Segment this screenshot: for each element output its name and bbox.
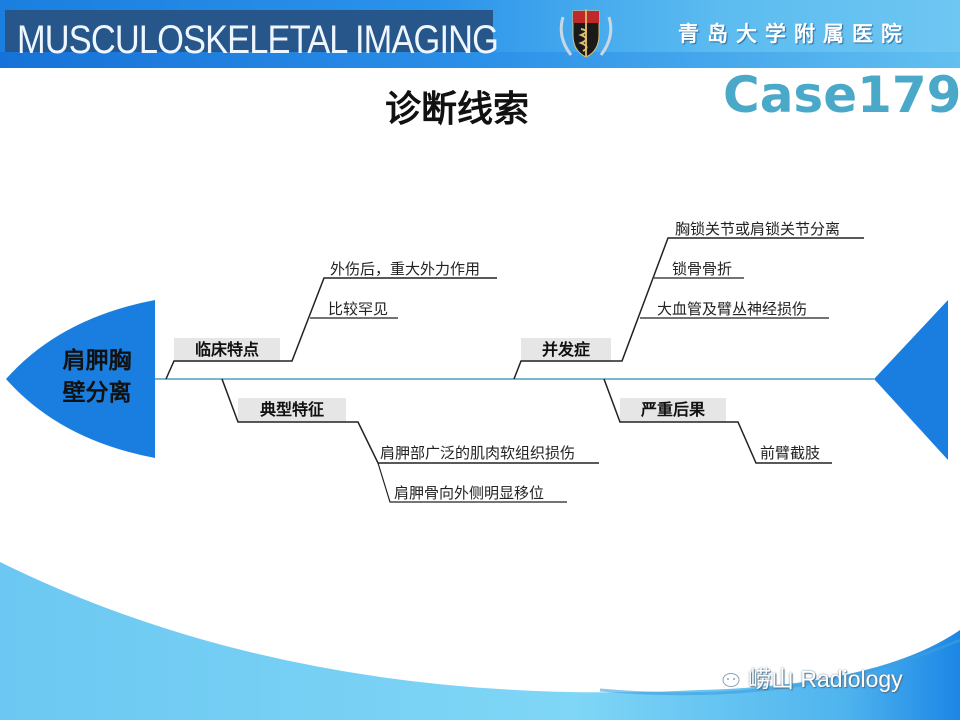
header-band-bottom [0,52,960,68]
branch-serious-consequences [603,378,832,464]
footer-wave [0,562,960,720]
leaf-item: 锁骨骨折 [672,260,733,278]
watermark-text: 崂山 Radiology [748,666,903,692]
wechat-icon [713,665,740,687]
watermark: 崂山 Radiology [712,660,903,694]
fishbone-tail [874,300,948,460]
leaf-item: 肩胛骨向外侧明显移位 [394,484,545,502]
fishbone-head [6,300,155,458]
leaf-item: 胸锁关节或肩锁关节分离 [675,220,841,238]
slide-title: 诊断线索 [385,89,530,130]
brand-title: MUSCULOSKELETAL IMAGING [17,18,499,62]
leaf-item: 比较罕见 [328,300,389,318]
branch-label-complications: 并发症 [541,340,590,359]
branch-typical-features [221,378,599,503]
leaf-item: 肩胛部广泛的肌肉软组织损伤 [380,444,576,462]
case-id: Case179 [723,66,960,124]
hospital-emblem-icon [559,9,613,58]
brand-box: MUSCULOSKELETAL IMAGING [5,10,499,62]
branch-complications [513,237,864,380]
branch-label-consequences: 严重后果 [640,400,705,419]
head-label-line2: 壁分离 [62,380,132,406]
fishbone-head-label: 肩胛胸 壁分离 [52,345,142,409]
branch-clinical-features [165,277,497,380]
leaf-item: 大血管及臂丛神经损伤 [657,300,808,318]
head-label-line1: 肩胛胸 [62,348,132,374]
branch-label-clinical: 临床特点 [194,340,259,359]
leaf-item: 外伤后，重大外力作用 [330,260,481,278]
hospital-name: 青岛大学附属医院 [678,21,910,46]
branch-label-typical: 典型特征 [259,400,324,419]
leaf-item: 前臂截肢 [760,444,821,462]
